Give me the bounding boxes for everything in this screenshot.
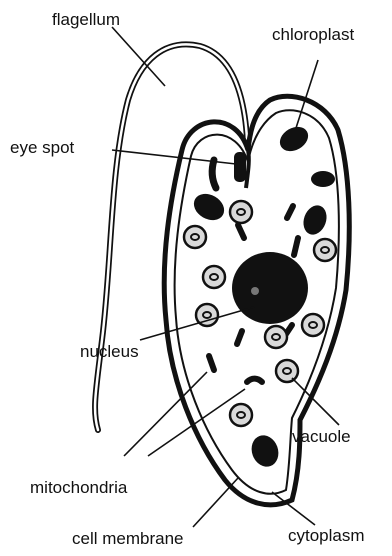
nucleus (232, 252, 308, 324)
vacuole (276, 360, 298, 382)
label-flagellum: flagellum (52, 10, 120, 29)
vacuole (314, 239, 336, 261)
vacuole (203, 266, 225, 288)
label-cell-membrane: cell membrane (72, 529, 184, 548)
mitochondrion (294, 238, 298, 255)
label-chloroplast: chloroplast (272, 25, 354, 44)
label-vacuole: vacuole (292, 427, 351, 446)
vacuole (265, 326, 287, 348)
chloroplast (311, 171, 335, 187)
label-cytoplasm: cytoplasm (288, 526, 365, 545)
eye-spot (234, 152, 246, 182)
vacuole (230, 404, 252, 426)
nucleolus (251, 287, 259, 295)
vacuole (302, 314, 324, 336)
vacuole (184, 226, 206, 248)
label-nucleus: nucleus (80, 342, 139, 361)
leader-cell-membrane (193, 478, 238, 527)
label-eye-spot: eye spot (10, 138, 75, 157)
label-mitochondria: mitochondria (30, 478, 128, 497)
mitochondrion (247, 379, 262, 382)
vacuole (230, 201, 252, 223)
